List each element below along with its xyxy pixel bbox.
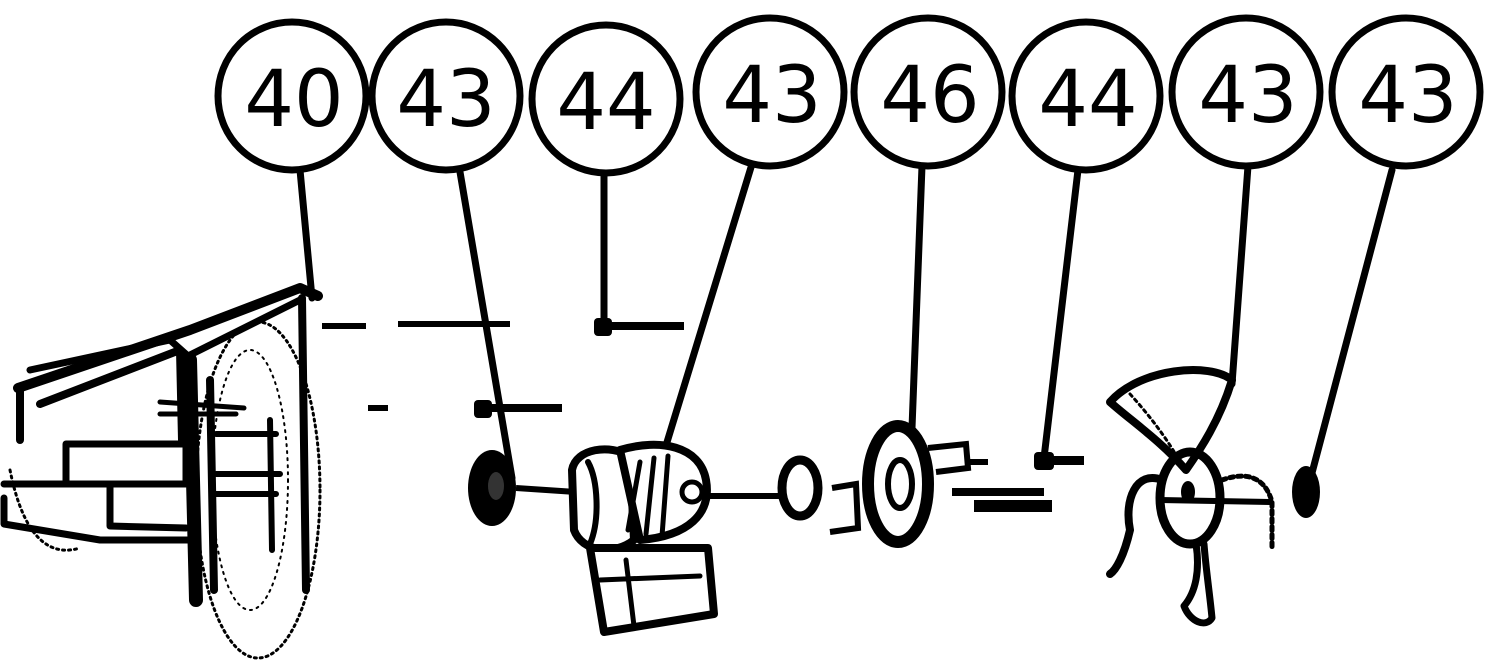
axis-main (515, 485, 577, 495)
bracket-rail-1 (62, 440, 190, 488)
screw-head (594, 318, 612, 336)
fan-hub (1155, 447, 1225, 549)
callout-label: 43 (1198, 51, 1297, 141)
motor-gearbox (586, 544, 718, 636)
screw-head (474, 400, 492, 418)
callout-label: 46 (880, 51, 979, 141)
leader-line-40 (296, 166, 316, 302)
bearing-inner (885, 457, 915, 511)
bracket-rail-3 (0, 494, 194, 544)
bracket-dotted-edge (8, 468, 82, 552)
callout-46: 46 (850, 14, 1006, 170)
motor-gearbox-side (597, 557, 703, 629)
bracket-rail-4 (213, 431, 283, 497)
fan-blade-left (1106, 474, 1166, 578)
callout-40: 40 (214, 18, 370, 174)
housing-disc-inner (211, 349, 289, 611)
bracket-rail-2 (0, 480, 190, 532)
callout-circle (1008, 18, 1164, 174)
bracket-post-2 (183, 353, 203, 607)
screw-right (1034, 452, 1084, 470)
screw-shank (490, 404, 562, 412)
callout-label: 40 (244, 55, 343, 145)
nut-right (1292, 466, 1320, 518)
washer-hole (488, 472, 504, 500)
leader-lines (296, 160, 1396, 492)
leader-line-44b (1040, 166, 1082, 462)
fan-hub-center (1181, 481, 1195, 503)
motor-housing-left (568, 445, 638, 554)
leader-line-46 (908, 162, 926, 432)
bracket-post-4 (298, 294, 310, 594)
callout-circle (368, 18, 524, 174)
callout-43: 43 (1328, 14, 1484, 170)
axis-lines (322, 321, 1271, 505)
bracket-arm-mid (36, 346, 186, 444)
motor-ring (585, 459, 600, 547)
nut-body (1292, 466, 1320, 518)
bracket-housing (0, 283, 323, 660)
leader-line-43c (1228, 162, 1252, 388)
screw-head (1034, 452, 1054, 470)
callout-43: 43 (692, 14, 848, 170)
screw-upper (594, 318, 684, 336)
callout-circle (1328, 14, 1484, 170)
callout-43: 43 (368, 18, 524, 174)
bracket-rail-5 (157, 399, 247, 417)
axis-main (1159, 497, 1271, 505)
screw-shank (610, 322, 684, 330)
callout-label: 43 (1358, 51, 1457, 141)
bearing (862, 420, 988, 548)
fan-blade-top (1106, 366, 1236, 474)
spacer-clip (829, 480, 862, 535)
callout-43: 43 (1168, 14, 1324, 170)
callout-label: 43 (722, 51, 821, 141)
callout-label: 44 (556, 58, 655, 148)
bracket-post-5 (267, 417, 275, 553)
callout-circle (850, 14, 1006, 170)
callout-44: 44 (528, 21, 684, 177)
fan-blade-bottom (1180, 540, 1216, 627)
screw-middle (474, 400, 562, 418)
callout-circle (214, 18, 370, 174)
motor-fins (625, 453, 671, 539)
callout-44: 44 (1008, 18, 1164, 174)
screw-shank (1052, 456, 1084, 465)
bearing-tab (927, 440, 972, 475)
bracket-arm-upper (13, 283, 323, 393)
motor (568, 440, 718, 636)
screw-shank-top (952, 488, 1044, 496)
spacer-ring (777, 455, 823, 521)
motor-shaft-end (679, 479, 705, 505)
callout-label: 43 (396, 55, 495, 145)
screw-shank (974, 500, 1052, 512)
fan-blade (1106, 366, 1275, 627)
callout-label: 44 (1038, 55, 1137, 145)
fan-blade-right (1219, 473, 1275, 553)
callout-circle (692, 14, 848, 170)
screw-lower (952, 488, 1052, 512)
leader-line-43b (660, 160, 756, 456)
spacer (777, 455, 862, 535)
leader-line-43d (1304, 166, 1396, 492)
washer-left (468, 450, 516, 526)
